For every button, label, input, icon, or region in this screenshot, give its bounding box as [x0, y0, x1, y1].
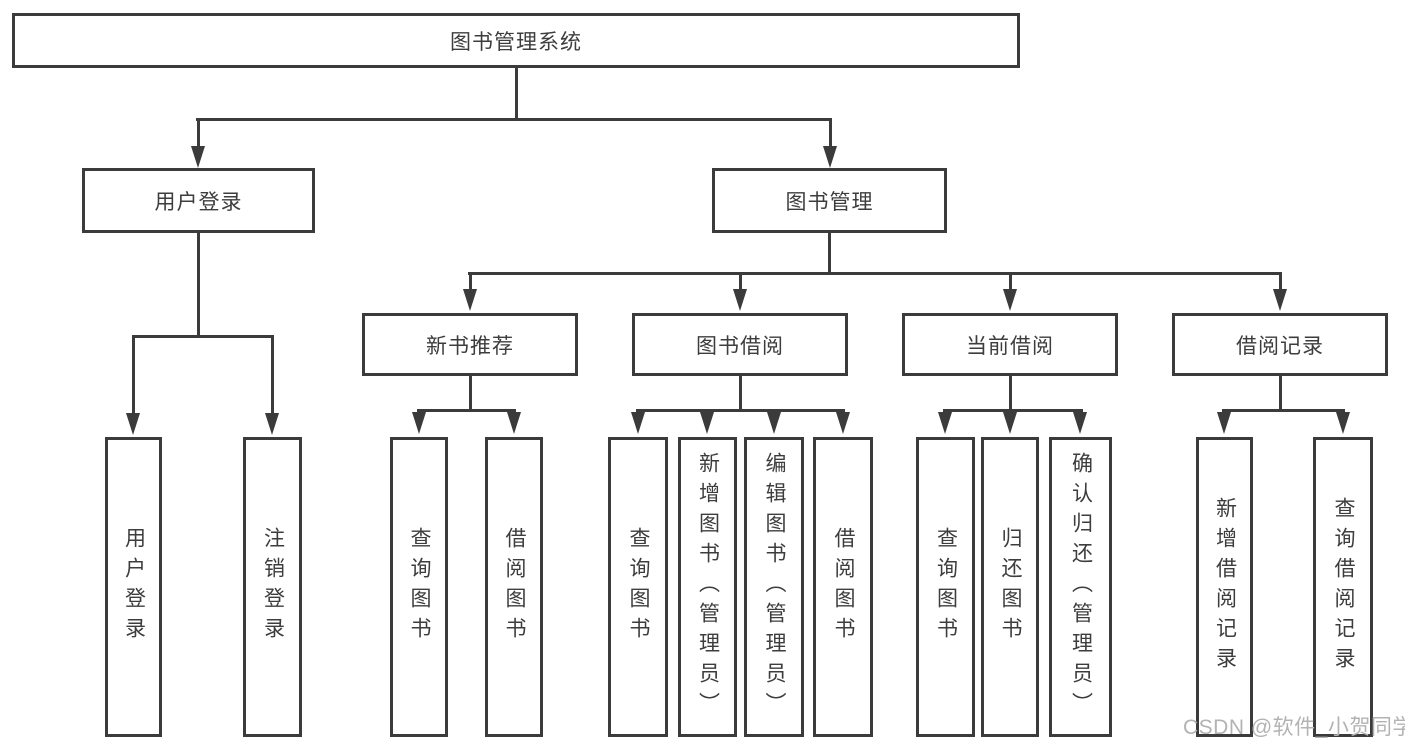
connector-login-drop-2: [271, 335, 274, 415]
arrow-newbooks-leaf-1: [412, 412, 426, 434]
connector-current-stem: [1009, 376, 1012, 411]
arrow-to-login-leaf-1: [126, 413, 140, 435]
connector-login-horizontal: [132, 335, 274, 338]
connector-records-stem: [1279, 376, 1282, 411]
arrow-current-leaf-1: [938, 412, 952, 434]
node-new-books: 新书推荐: [362, 313, 578, 376]
node-borrow-records: 借阅记录: [1172, 313, 1388, 376]
leaf-records-add: 新增借阅记录: [1196, 437, 1253, 737]
connector-mgmt-stem: [828, 233, 831, 274]
connector-mgmt-drop-4: [1279, 272, 1282, 291]
arrow-to-user-login: [191, 146, 205, 168]
leaf-newbooks-query: 查询图书: [390, 437, 448, 737]
leaf-records-query: 查询借阅记录: [1313, 437, 1373, 737]
arrow-to-book-management: [823, 146, 837, 168]
leaf-borrow-borrow: 借阅图书: [813, 437, 873, 737]
arrow-to-new-books: [463, 289, 477, 311]
connector-mgmt-drop-2: [739, 272, 742, 291]
arrow-to-current-borrow: [1003, 289, 1017, 311]
arrow-borrow-leaf-1: [631, 412, 645, 434]
node-book-management: 图书管理: [712, 168, 947, 233]
leaf-newbooks-borrow: 借阅图书: [485, 437, 543, 737]
arrow-borrow-leaf-3: [767, 412, 781, 434]
arrow-current-leaf-2: [1003, 412, 1017, 434]
connector-login-drop-1: [132, 335, 135, 415]
arrow-current-leaf-3: [1073, 412, 1087, 434]
connector-mgmt-drop-3: [1009, 272, 1012, 291]
connector-current-horizontal: [943, 409, 1083, 412]
connector-login-stem: [197, 233, 200, 337]
arrow-records-leaf-1: [1217, 412, 1231, 434]
connector-records-horizontal: [1222, 409, 1345, 412]
arrow-records-leaf-2: [1336, 412, 1350, 434]
connector-newbooks-horizontal: [417, 409, 516, 412]
arrow-newbooks-leaf-2: [507, 412, 521, 434]
arrow-to-book-borrow: [733, 289, 747, 311]
arrow-to-borrow-records: [1273, 289, 1287, 311]
node-book-borrow: 图书借阅: [632, 313, 848, 376]
csdn-watermark: CSDN @软件_小贺同学: [1183, 716, 1405, 739]
connector-borrow-stem: [739, 376, 742, 411]
connector-root-stem: [515, 68, 518, 120]
leaf-user-login: 用户登录: [105, 437, 162, 737]
node-user-login: 用户登录: [82, 168, 315, 233]
arrow-to-login-leaf-2: [265, 413, 279, 435]
leaf-borrow-edit-admin: 编辑图书（管理员）: [744, 437, 804, 737]
leaf-borrow-query: 查询图书: [608, 437, 668, 737]
leaf-logout: 注销登录: [243, 437, 302, 737]
connector-borrow-horizontal: [636, 409, 845, 412]
connector-root-horizontal: [196, 118, 832, 121]
connector-root-left-drop: [197, 118, 200, 148]
leaf-current-return: 归还图书: [981, 437, 1039, 737]
leaf-current-query: 查询图书: [916, 437, 975, 737]
arrow-borrow-leaf-4: [836, 412, 850, 434]
connector-mgmt-horizontal: [468, 272, 1282, 275]
connector-root-right-drop: [829, 118, 832, 148]
leaf-current-confirm-admin: 确认归还（管理员）: [1049, 437, 1112, 737]
connector-newbooks-stem: [469, 376, 472, 411]
connector-mgmt-drop-1: [469, 272, 472, 291]
node-current-borrow: 当前借阅: [902, 313, 1118, 376]
arrow-borrow-leaf-2: [700, 412, 714, 434]
leaf-borrow-add-admin: 新增图书（管理员）: [678, 437, 737, 737]
node-root: 图书管理系统: [12, 13, 1020, 68]
